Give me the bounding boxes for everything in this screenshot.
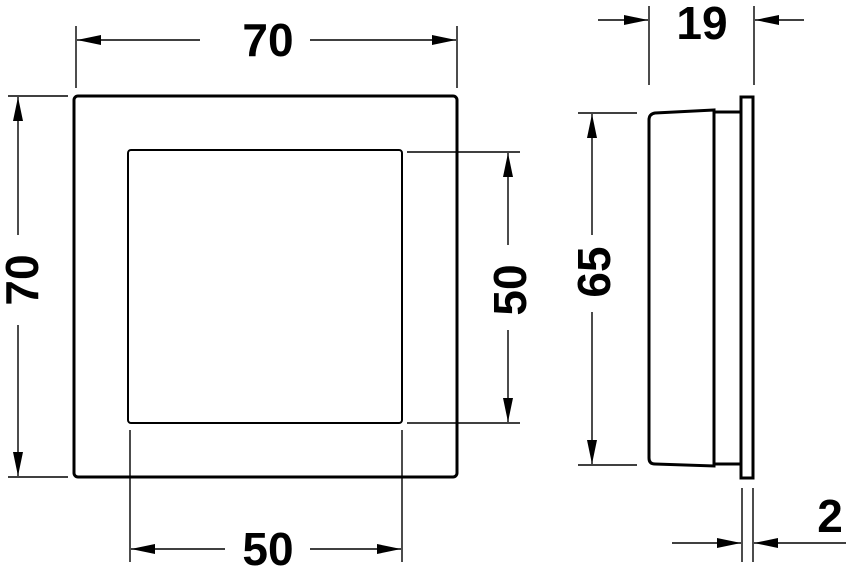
body-profile: [647, 108, 716, 468]
side-height-label: 65: [568, 246, 620, 297]
height-label: 70: [0, 254, 48, 305]
dimension-width-70: 70: [75, 14, 458, 88]
side-view: 65 19 2: [568, 0, 846, 562]
dimension-height-70: 70: [0, 95, 68, 478]
dimension-height-65: 65: [568, 112, 637, 466]
dimension-inner-height-50: 50: [407, 151, 536, 424]
width-label: 70: [242, 14, 293, 66]
outer-frame: [72, 94, 459, 479]
inner-height-label: 50: [484, 264, 536, 315]
dimension-flange-2: 2: [672, 488, 846, 562]
inner-recess: [127, 149, 403, 424]
dimension-inner-width-50: 50: [129, 430, 403, 567]
flange: [739, 95, 755, 480]
depth-label: 19: [676, 0, 727, 49]
dimension-depth-19: 19: [598, 0, 804, 85]
inner-width-label: 50: [242, 523, 293, 567]
flange-label: 2: [817, 490, 843, 542]
front-view: 70 70 50 50: [0, 14, 536, 567]
